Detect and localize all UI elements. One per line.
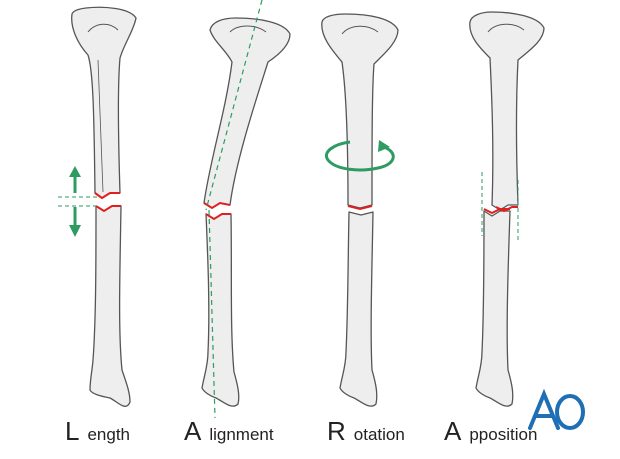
fracture-line-rotation (347, 205, 373, 211)
label-apposition-rest: pposition (469, 425, 538, 444)
label-length-rest: ength (87, 425, 131, 444)
ao-logo-text: AO (0, 0, 2, 1)
label-apposition-initial: A (444, 416, 462, 446)
fracture-line-length (94, 192, 121, 213)
label-length-initial: L (65, 416, 80, 446)
label-alignment-rest: lignment (209, 425, 274, 444)
bone-alignment (201, 17, 291, 407)
apposition-offset-icon (481, 172, 519, 240)
label-rotation: R otation (327, 416, 405, 447)
fracture-line-apposition (483, 206, 518, 215)
length-arrows-icon (58, 166, 100, 237)
label-rotation-rest: otation (353, 425, 405, 444)
rotation-arrow-icon (325, 140, 395, 172)
label-alignment-initial: A (184, 416, 202, 446)
label-length: L ength (65, 416, 130, 447)
bone-rotation (321, 13, 399, 407)
label-rotation-initial: R (327, 416, 346, 446)
ao-logo (528, 388, 585, 430)
fracture-line-alignment (203, 201, 231, 221)
bone-apposition (469, 11, 545, 407)
label-apposition: A pposition (444, 416, 537, 447)
alignment-axis-icon (205, 0, 263, 419)
bone-length (71, 6, 137, 407)
label-alignment: A lignment (184, 416, 274, 447)
